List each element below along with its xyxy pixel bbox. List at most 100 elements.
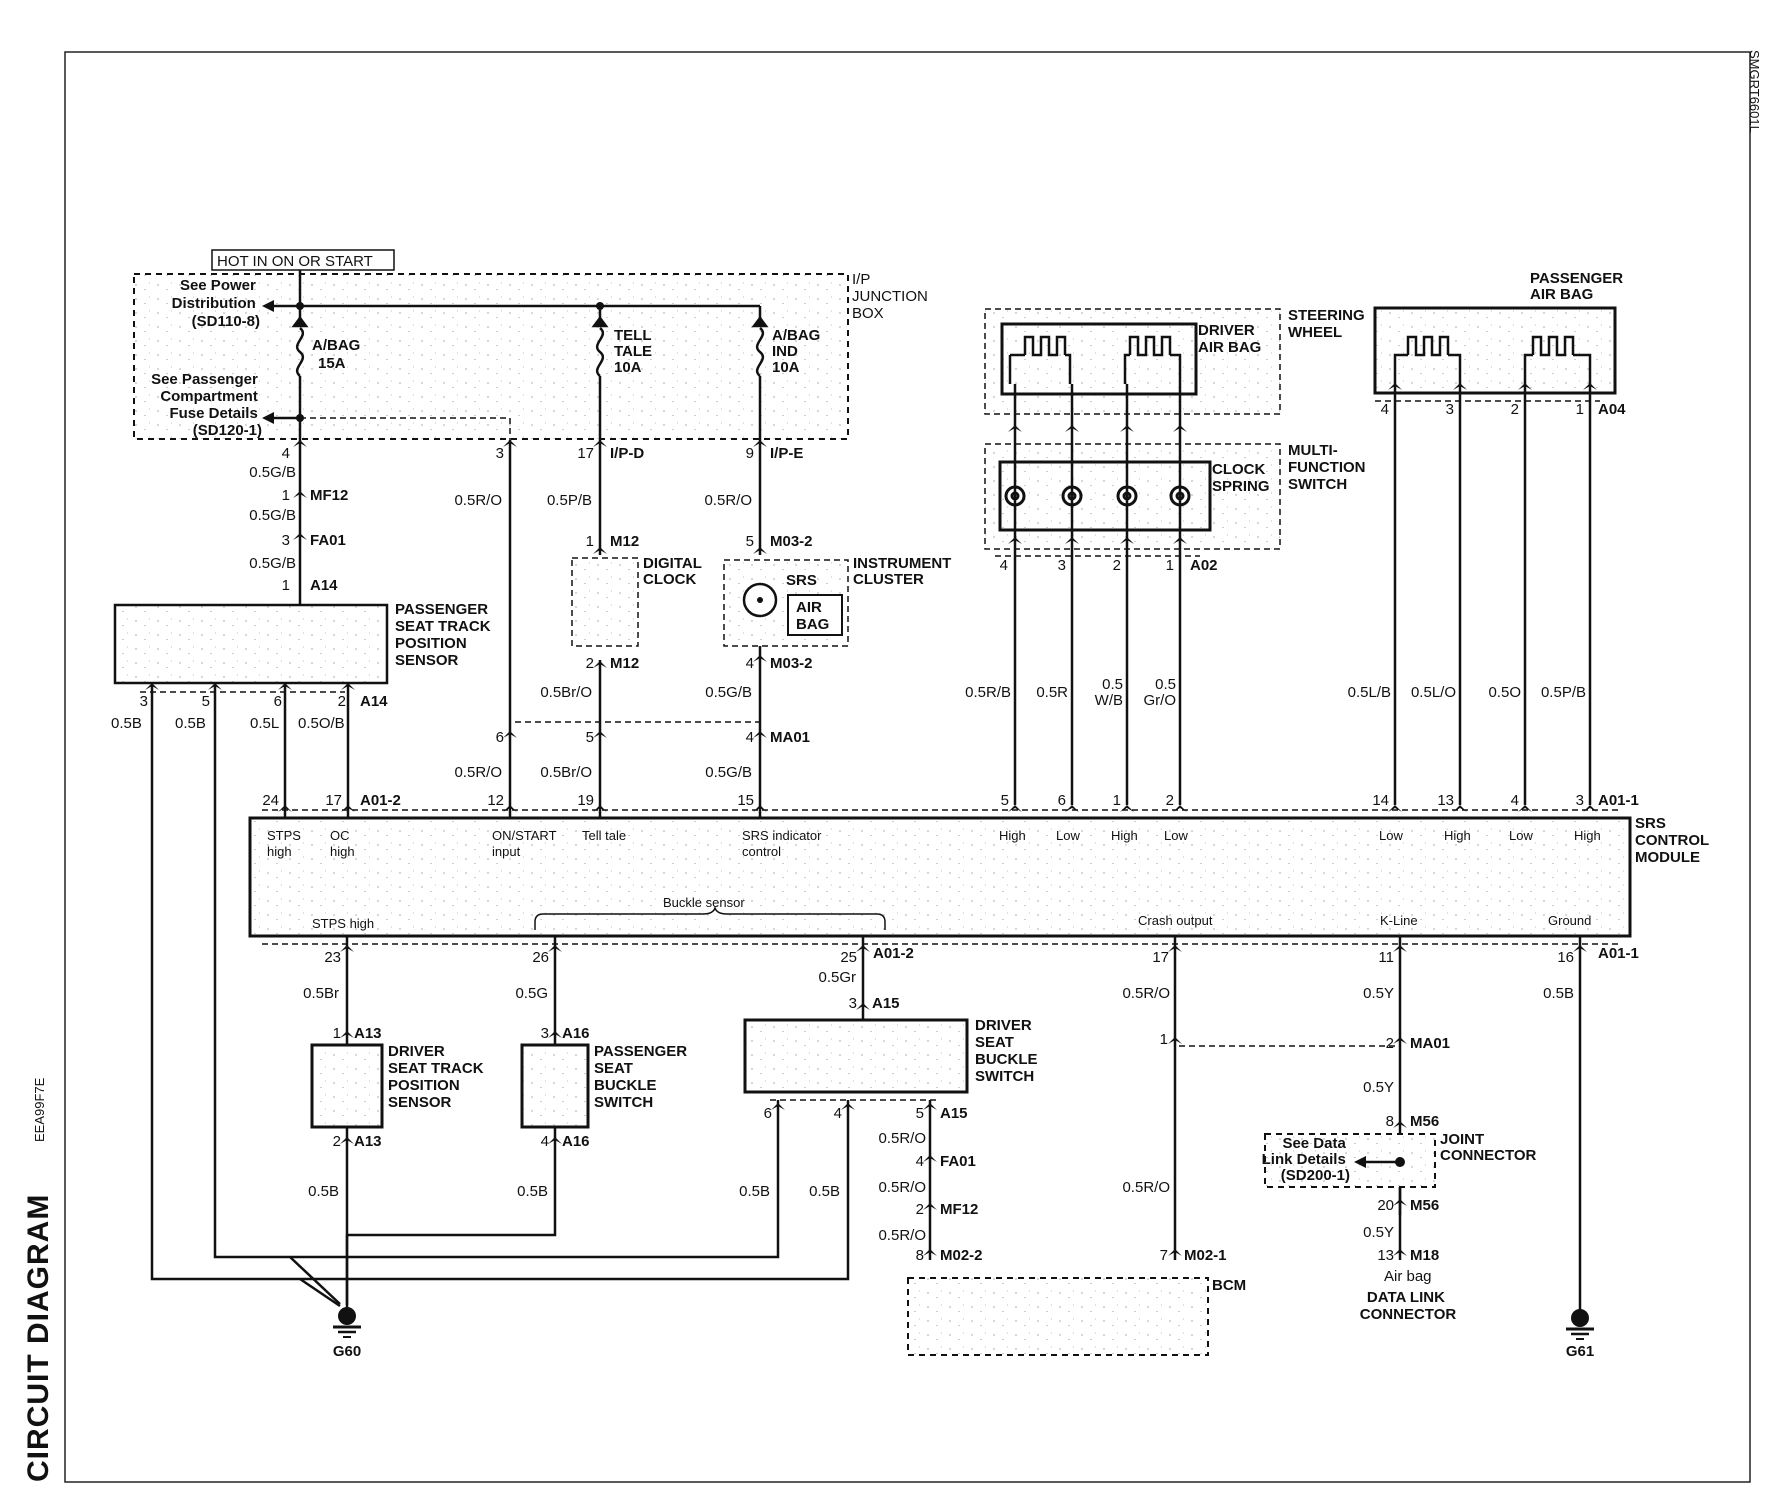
fuse-telltale-label: TELL TALE 10A bbox=[614, 327, 656, 376]
chain-conn-2: MF12 bbox=[940, 1201, 978, 1218]
dstps-pin-1: 1 bbox=[333, 1025, 341, 1042]
pstps-box bbox=[113, 603, 389, 685]
jb-conn-ipd: I/P-D bbox=[610, 445, 644, 462]
chain-conn-3: M02-2 bbox=[940, 1247, 983, 1264]
left-chain-wire2: 0.5G/B bbox=[249, 507, 296, 524]
module-top-label: Low bbox=[1379, 828, 1403, 843]
middle-wire-3: 0.5R/O bbox=[704, 492, 752, 509]
module-top-pin-arrow bbox=[1518, 805, 1532, 812]
ground-g61-label: G61 bbox=[1566, 1343, 1594, 1360]
module-bottom-pin-25: 25 bbox=[840, 949, 857, 966]
digital-clock-box bbox=[571, 557, 639, 647]
chain-pin-2: 2 bbox=[916, 1201, 924, 1218]
chain-wire-2: 0.5R/O bbox=[878, 1179, 926, 1196]
junction-box-outline bbox=[133, 273, 849, 440]
bottom-wire-2: 0.5G bbox=[515, 985, 548, 1002]
steering-pin-3: 3 bbox=[1058, 557, 1066, 574]
module-top-label: SRS indicator bbox=[742, 828, 822, 843]
kline-conn-ma01: MA01 bbox=[1410, 1035, 1450, 1052]
psbs-conn-2: A16 bbox=[562, 1133, 590, 1150]
psbs-pin-3: 3 bbox=[541, 1025, 549, 1042]
module-top-pin-arrow bbox=[1008, 805, 1022, 812]
fuse-abag-label: A/BAG 15A bbox=[312, 337, 365, 372]
module-top-pin-2: 2 bbox=[1166, 792, 1174, 809]
kline-conn-m56b: M56 bbox=[1410, 1197, 1439, 1214]
module-label-crash-output: Crash output bbox=[1138, 913, 1213, 928]
dsbs-conn-2: A15 bbox=[940, 1105, 968, 1122]
module-conn-a012-bottom: A01-2 bbox=[873, 945, 914, 962]
module-top-pin-arrow bbox=[753, 805, 767, 812]
module-top-label: Low bbox=[1056, 828, 1080, 843]
module-top-pin-arrow bbox=[503, 805, 517, 812]
jb-pin-9: 9 bbox=[746, 445, 754, 462]
module-label-buckle-sensor: Buckle sensor bbox=[663, 895, 745, 910]
kline-pin-m56a: 8 bbox=[1386, 1113, 1394, 1130]
power-source-label: HOT IN ON OR START bbox=[217, 253, 373, 270]
ma01-conn: MA01 bbox=[770, 729, 810, 746]
module-top-pin-arrow bbox=[341, 805, 355, 812]
fuse-abag-ind-label: A/BAG IND 10A bbox=[772, 327, 825, 376]
psbs-pin-4: 4 bbox=[541, 1133, 549, 1150]
passenger-airbag-squib-1 bbox=[1406, 335, 1450, 357]
pab-wire-1: 0.5L/B bbox=[1348, 684, 1391, 701]
module-bottom-pin-16: 16 bbox=[1557, 949, 1574, 966]
middle-wire-low-1: 0.5R/O bbox=[454, 764, 502, 781]
ground-g61-icon bbox=[1566, 1309, 1594, 1340]
digital-clock-label: DIGITAL CLOCK bbox=[643, 555, 706, 588]
pab-wire-4: 0.5P/B bbox=[1541, 684, 1586, 701]
clock-conn-2: M12 bbox=[610, 655, 639, 672]
ground-wire-4: 0.5B bbox=[809, 1183, 840, 1200]
bottom-wire-3: 0.5Gr bbox=[818, 969, 856, 986]
chain-wire-3: 0.5R/O bbox=[878, 1227, 926, 1244]
module-top-pin-24: 24 bbox=[262, 792, 279, 809]
steering-conn: A02 bbox=[1190, 557, 1218, 574]
srs-lamp-label: SRS bbox=[786, 572, 817, 589]
pstps-pin-2: 2 bbox=[338, 693, 346, 710]
cluster-pin-4: 4 bbox=[746, 655, 754, 672]
module-label-ground: Ground bbox=[1548, 913, 1591, 928]
module-conn-a012-top: A01-2 bbox=[360, 792, 401, 809]
kline-wire-2: 0.5Y bbox=[1363, 1079, 1394, 1096]
dsbs-conn-1: A15 bbox=[872, 995, 900, 1012]
module-label-k-line: K-Line bbox=[1380, 913, 1418, 928]
module-label-stps-high-bottom: STPS high bbox=[312, 916, 374, 931]
see-power-distribution: See Power Distribution (SD110-8) bbox=[172, 277, 260, 330]
module-top-label: STPS bbox=[267, 828, 301, 843]
steering-wheel-label: STEERING WHEEL bbox=[1288, 307, 1369, 341]
middle-wire-1: 0.5R/O bbox=[454, 492, 502, 509]
module-top-pin-5: 5 bbox=[1001, 792, 1009, 809]
driver-airbag-box bbox=[1000, 322, 1198, 396]
module-top-label: input bbox=[492, 844, 521, 859]
module-top-pin-arrow bbox=[1453, 805, 1467, 812]
jb-conn-ipe: I/P-E bbox=[770, 445, 803, 462]
jb-pin-3: 3 bbox=[496, 445, 504, 462]
side-code-right: SMGRT6601L bbox=[1747, 50, 1762, 133]
module-top-label: high bbox=[330, 844, 355, 859]
pstps-wire-2: 0.5B bbox=[175, 715, 206, 732]
pstps-wire-1: 0.5B bbox=[111, 715, 142, 732]
dsbs-pin-5: 5 bbox=[916, 1105, 924, 1122]
pstps-pin-5: 5 bbox=[202, 693, 210, 710]
see-fuse-details: See Passenger Compartment Fuse Details (… bbox=[151, 371, 262, 439]
kline-pin-m18: 13 bbox=[1377, 1247, 1394, 1264]
dsbs-pin-3: 3 bbox=[849, 995, 857, 1012]
dstps-pin-2: 2 bbox=[333, 1133, 341, 1150]
module-top-pin-arrow bbox=[1065, 805, 1079, 812]
passenger-airbag-label: PASSENGER AIR BAG bbox=[1530, 270, 1627, 303]
module-top-pin-arrow bbox=[278, 805, 292, 812]
psbs-box bbox=[520, 1043, 590, 1129]
chain-pin-3: 8 bbox=[916, 1247, 924, 1264]
pab-pin-1: 1 bbox=[1576, 401, 1584, 418]
power-source-box bbox=[211, 249, 395, 271]
ground-wire-1: 0.5B bbox=[308, 1183, 339, 1200]
middle-wire-low-2: 0.5Br/O bbox=[540, 764, 592, 781]
joint-connector-box bbox=[1264, 1133, 1436, 1188]
crash-wire: 0.5R/O bbox=[1122, 1179, 1170, 1196]
module-top-label: High bbox=[999, 828, 1026, 843]
pstps-pin-3: 3 bbox=[140, 693, 148, 710]
module-conn-a011-top: A01-1 bbox=[1598, 792, 1639, 809]
srs-module-label: SRS CONTROL MODULE bbox=[1635, 815, 1713, 866]
